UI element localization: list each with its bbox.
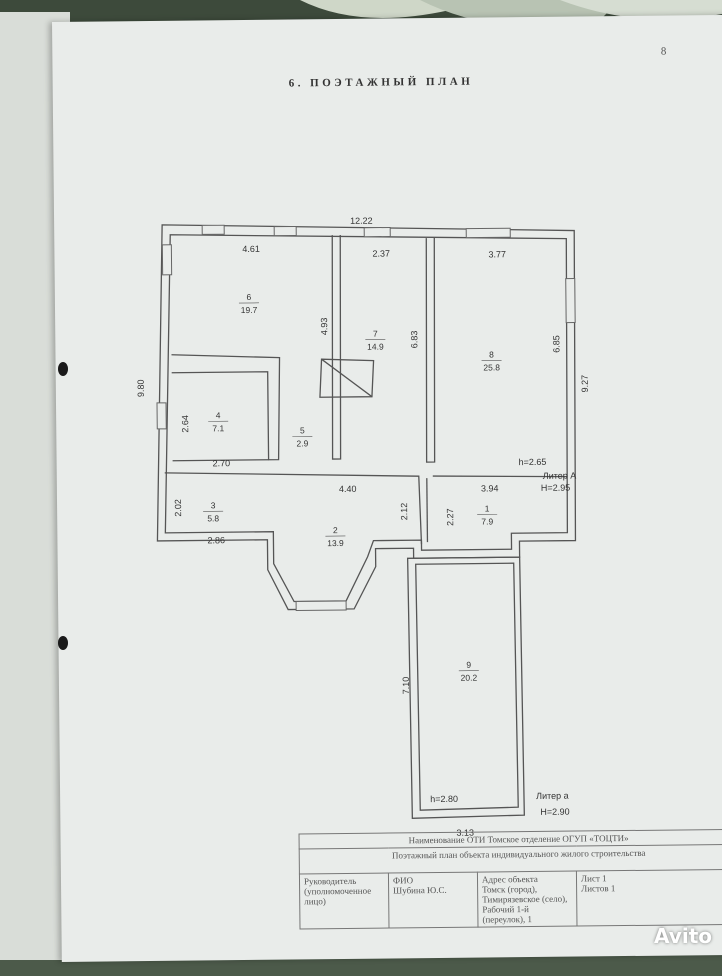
dim-room7-width: 2.37 — [372, 248, 390, 258]
dim-total-width: 12.22 — [350, 216, 373, 226]
room-number: 1 — [485, 503, 490, 513]
stamp-address-value: Томск (город), Тимирязевское (село), Раб… — [482, 884, 567, 925]
room-number: 2 — [333, 525, 338, 535]
stamp-fio-value: Шубина Ю.С. — [393, 885, 447, 896]
dim-room4-width: 2.70 — [213, 458, 231, 468]
room-number: 5 — [300, 425, 305, 435]
room-area: 5.8 — [207, 513, 219, 523]
liter-annex-name: Литер а — [536, 791, 569, 801]
annex-wall — [408, 557, 525, 818]
room-area: 7.1 — [212, 423, 224, 433]
height-annex-room: h=2.80 — [430, 794, 458, 804]
dim-room9-height: 7.10 — [401, 677, 411, 695]
dim-room3-height: 2.02 — [173, 499, 183, 517]
room-area: 7.9 — [481, 516, 493, 526]
liter-annex-height: H=2.90 — [540, 807, 569, 817]
dim-room2-height: 2.12 — [399, 503, 409, 521]
room-area: 14.9 — [367, 342, 384, 352]
dim-room8-width: 3.77 — [488, 249, 506, 259]
dim-room6-height: 4.93 — [319, 318, 329, 336]
room-area: 19.7 — [241, 305, 258, 315]
room-number: 4 — [216, 410, 221, 420]
stamp-fio-label: ФИО — [393, 875, 413, 885]
dim-room3-width: 2.86 — [207, 535, 225, 545]
title-block: Наименование ОТИ Томское отделение ОГУП … — [299, 829, 722, 974]
dim-room8-height: 6.85 — [551, 335, 561, 353]
room-area: 20.2 — [461, 673, 478, 683]
room-number: 7 — [373, 329, 378, 339]
height-main-room: h=2.65 — [519, 457, 547, 467]
dim-right-height: 9.27 — [580, 375, 590, 393]
stamp-sheets: Листов 1 — [581, 883, 615, 893]
dim-room2-width: 4.40 — [339, 484, 357, 494]
room-number: 9 — [466, 660, 471, 670]
stamp-address-label: Адрес объекта — [482, 874, 538, 885]
room-area: 2.9 — [296, 438, 308, 448]
room-number: 3 — [211, 500, 216, 510]
document-page: 8 6. ПОЭТАЖНЫЙ ПЛАН — [52, 15, 722, 962]
dim-room4-height: 2.64 — [180, 415, 190, 433]
room-number: 6 — [246, 292, 251, 302]
binder-hole — [58, 362, 68, 376]
avito-watermark: Avito — [654, 924, 712, 948]
stamp-sheet: Лист 1 — [581, 873, 607, 883]
dim-left-height: 9.80 — [136, 380, 146, 398]
room-area: 13.9 — [327, 538, 344, 548]
stamp-head-label: Руководитель (уполномоченное лицо) — [299, 873, 389, 929]
liter-main-height: H=2.95 — [541, 483, 570, 493]
room-number: 8 — [489, 349, 494, 359]
dim-room1-width: 3.94 — [481, 483, 499, 493]
liter-main-name: Литер А — [543, 471, 577, 481]
binder-hole — [58, 636, 68, 650]
floor-plan: 12.22 9.80 9.27 4.61 4.93 2.37 6.83 3.77… — [52, 15, 722, 962]
dim-room7-height: 6.83 — [409, 331, 419, 349]
dim-room6-width: 4.61 — [242, 244, 260, 254]
dim-room1-height: 2.27 — [445, 508, 455, 526]
room-area: 25.8 — [483, 362, 500, 372]
